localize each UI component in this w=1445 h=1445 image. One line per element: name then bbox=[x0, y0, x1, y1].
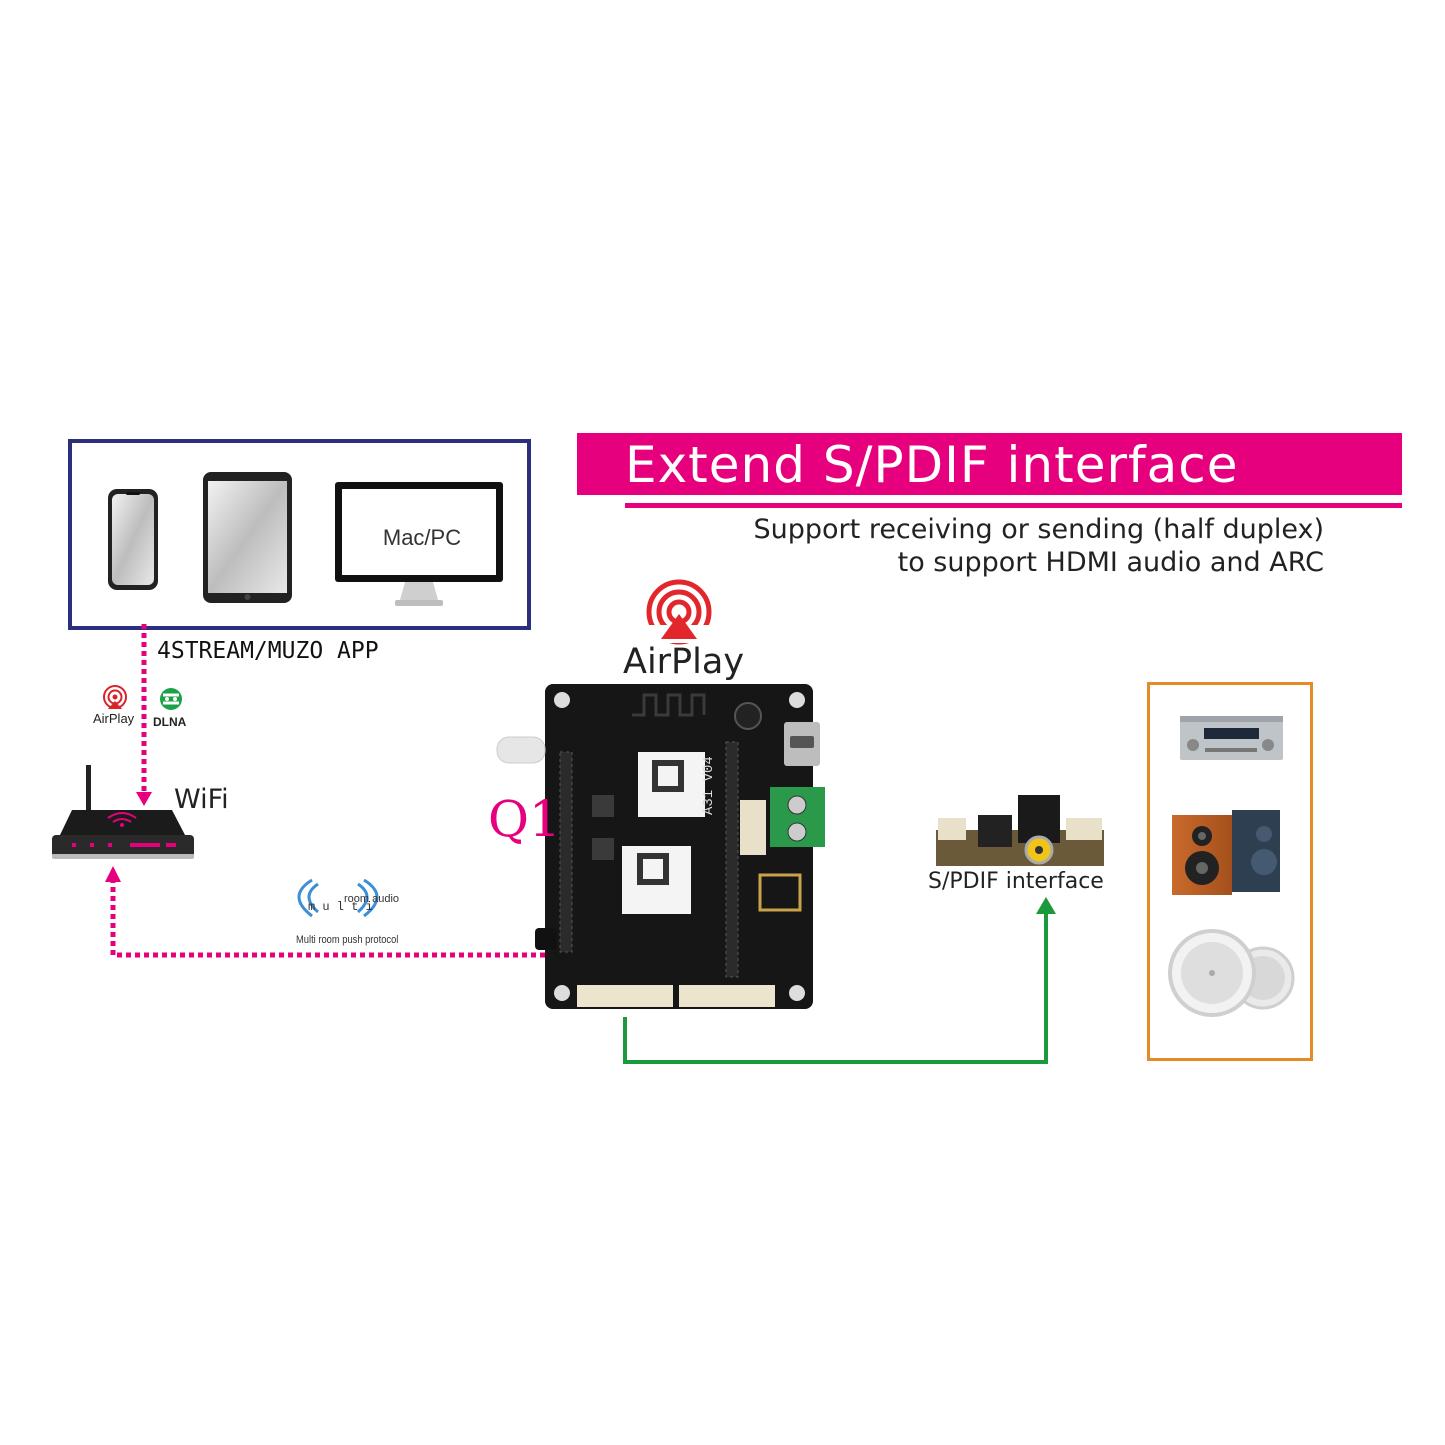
dlna-label: DLNA bbox=[153, 715, 187, 729]
router-icon bbox=[52, 765, 194, 859]
circuit-board: A31 V04 bbox=[496, 684, 825, 1009]
title-banner bbox=[577, 433, 1402, 495]
spdif-label: S/PDIF interface bbox=[928, 869, 1104, 894]
banner-title: Extend S/PDIF interface bbox=[625, 436, 1239, 494]
svg-text:room audio: room audio bbox=[344, 893, 399, 905]
spdif-module-icon bbox=[936, 795, 1104, 866]
speaker-icon bbox=[1172, 810, 1280, 895]
svg-text:m u l t i: m u l t i bbox=[308, 900, 373, 914]
airplay-small-icon bbox=[103, 685, 127, 709]
multiroom-protocol-label: Multi room push protocol bbox=[296, 934, 399, 946]
subtitle-line-2: to support HDMI audio and ARC bbox=[897, 547, 1324, 578]
app-label: 4STREAM/MUZO APP bbox=[157, 638, 379, 664]
multiroom-link-line bbox=[110, 878, 572, 958]
wifi-label: WiFi bbox=[174, 784, 229, 815]
airplay-icon bbox=[640, 579, 718, 645]
phone-icon bbox=[108, 489, 158, 590]
dlna-icon bbox=[160, 688, 182, 710]
receiver-icon bbox=[1180, 716, 1283, 760]
arrow-down-icon bbox=[136, 792, 152, 806]
arrow-up-green-icon bbox=[1036, 897, 1056, 914]
monitor-icon bbox=[335, 482, 503, 606]
subtitle-line-1: Support receiving or sending (half duple… bbox=[753, 514, 1325, 545]
spdif-link-line bbox=[623, 910, 1048, 1064]
ceiling-speaker-icon bbox=[1168, 929, 1295, 1017]
board-silk-label: A31 V04 bbox=[701, 756, 717, 815]
mac-pc-label: Mac/PC bbox=[383, 525, 461, 550]
tablet-icon bbox=[203, 472, 292, 603]
arrow-up-icon bbox=[105, 866, 121, 882]
multiroom-audio-icon: m u l t i room audio bbox=[297, 878, 399, 918]
airplay-label: AirPlay bbox=[623, 642, 745, 682]
airplay-small-label: AirPlay bbox=[93, 711, 135, 726]
board-name: Q1 bbox=[488, 790, 561, 848]
banner-underline bbox=[625, 503, 1402, 508]
